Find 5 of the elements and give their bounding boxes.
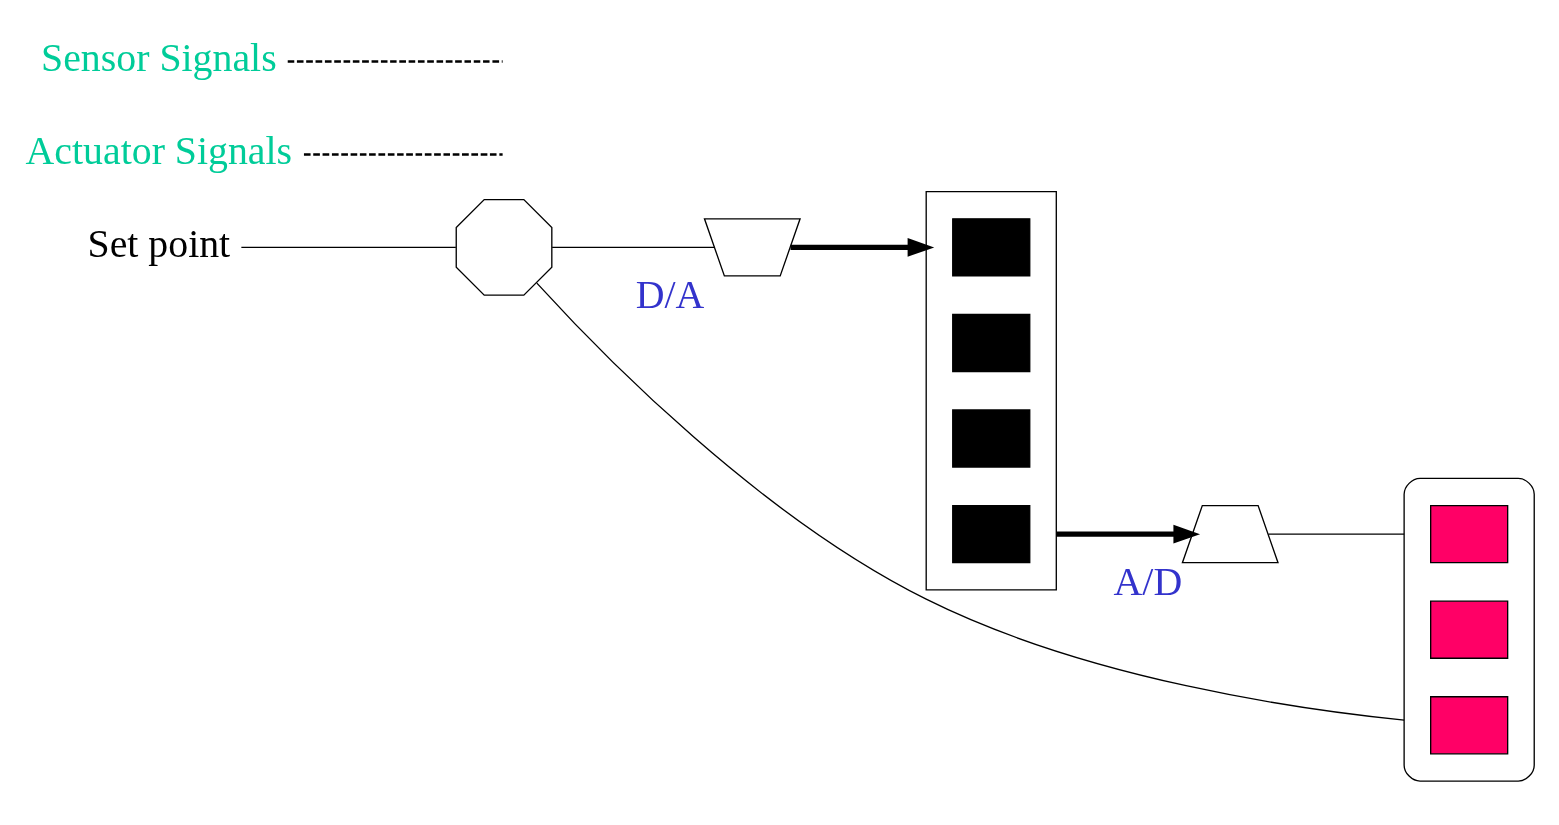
node-label: A/D	[1113, 559, 1183, 604]
node-label: D/A	[635, 272, 705, 317]
node-text: Actuator Signals	[25, 128, 293, 173]
node-text: Set point	[87, 221, 231, 266]
node-text: Sensor Signals	[41, 35, 277, 80]
